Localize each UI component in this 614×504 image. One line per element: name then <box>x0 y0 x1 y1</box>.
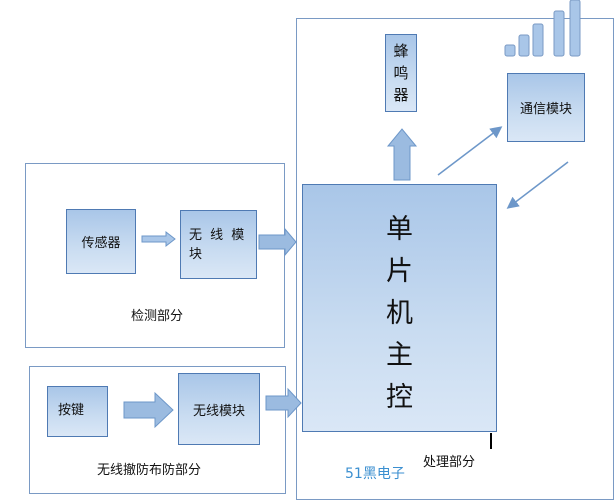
sensor-label: 传感器 <box>81 236 121 251</box>
comm-module-box: 通信模块 <box>507 73 585 142</box>
mcu-box: 单片机主控 <box>302 184 497 432</box>
comm-to-mcu-arrow <box>506 161 569 209</box>
detect-wireless-module-label: 无 线 模 块 <box>189 227 247 262</box>
arm-module-to-mcu-arrow <box>265 387 302 419</box>
watermark-text: 51黑电子 <box>345 466 405 482</box>
detect-section-caption: 检测部分 <box>131 309 184 324</box>
comm-module-label: 通信模块 <box>519 102 572 117</box>
detect-module-to-mcu-arrow <box>258 227 297 257</box>
arm-section-caption: 无线撤防布防部分 <box>97 463 202 478</box>
buzzer-label: 蜂鸣器 <box>393 42 409 104</box>
arm-wireless-module-label: 无线模块 <box>192 403 245 419</box>
signal-bars-icon <box>504 0 581 57</box>
detect-wireless-module-box: 无 线 模 块 <box>180 210 257 279</box>
keypad-label: 按键 <box>58 403 85 418</box>
mcu-label: 单片机主控 <box>386 214 413 413</box>
process-section-caption: 处理部分 <box>423 455 476 470</box>
mcu-to-comm-arrow <box>437 126 503 176</box>
keypad-box: 按键 <box>47 386 108 437</box>
buzzer-box: 蜂鸣器 <box>385 34 417 112</box>
sensor-box: 传感器 <box>66 209 136 274</box>
mcu-to-buzzer-arrow <box>386 128 418 181</box>
arm-wireless-module-box: 无线模块 <box>178 373 260 445</box>
sensor-to-module-arrow <box>141 230 176 248</box>
keypad-to-module-arrow <box>123 391 174 429</box>
cursor-mark <box>490 433 492 449</box>
arm-section-frame <box>29 366 286 494</box>
